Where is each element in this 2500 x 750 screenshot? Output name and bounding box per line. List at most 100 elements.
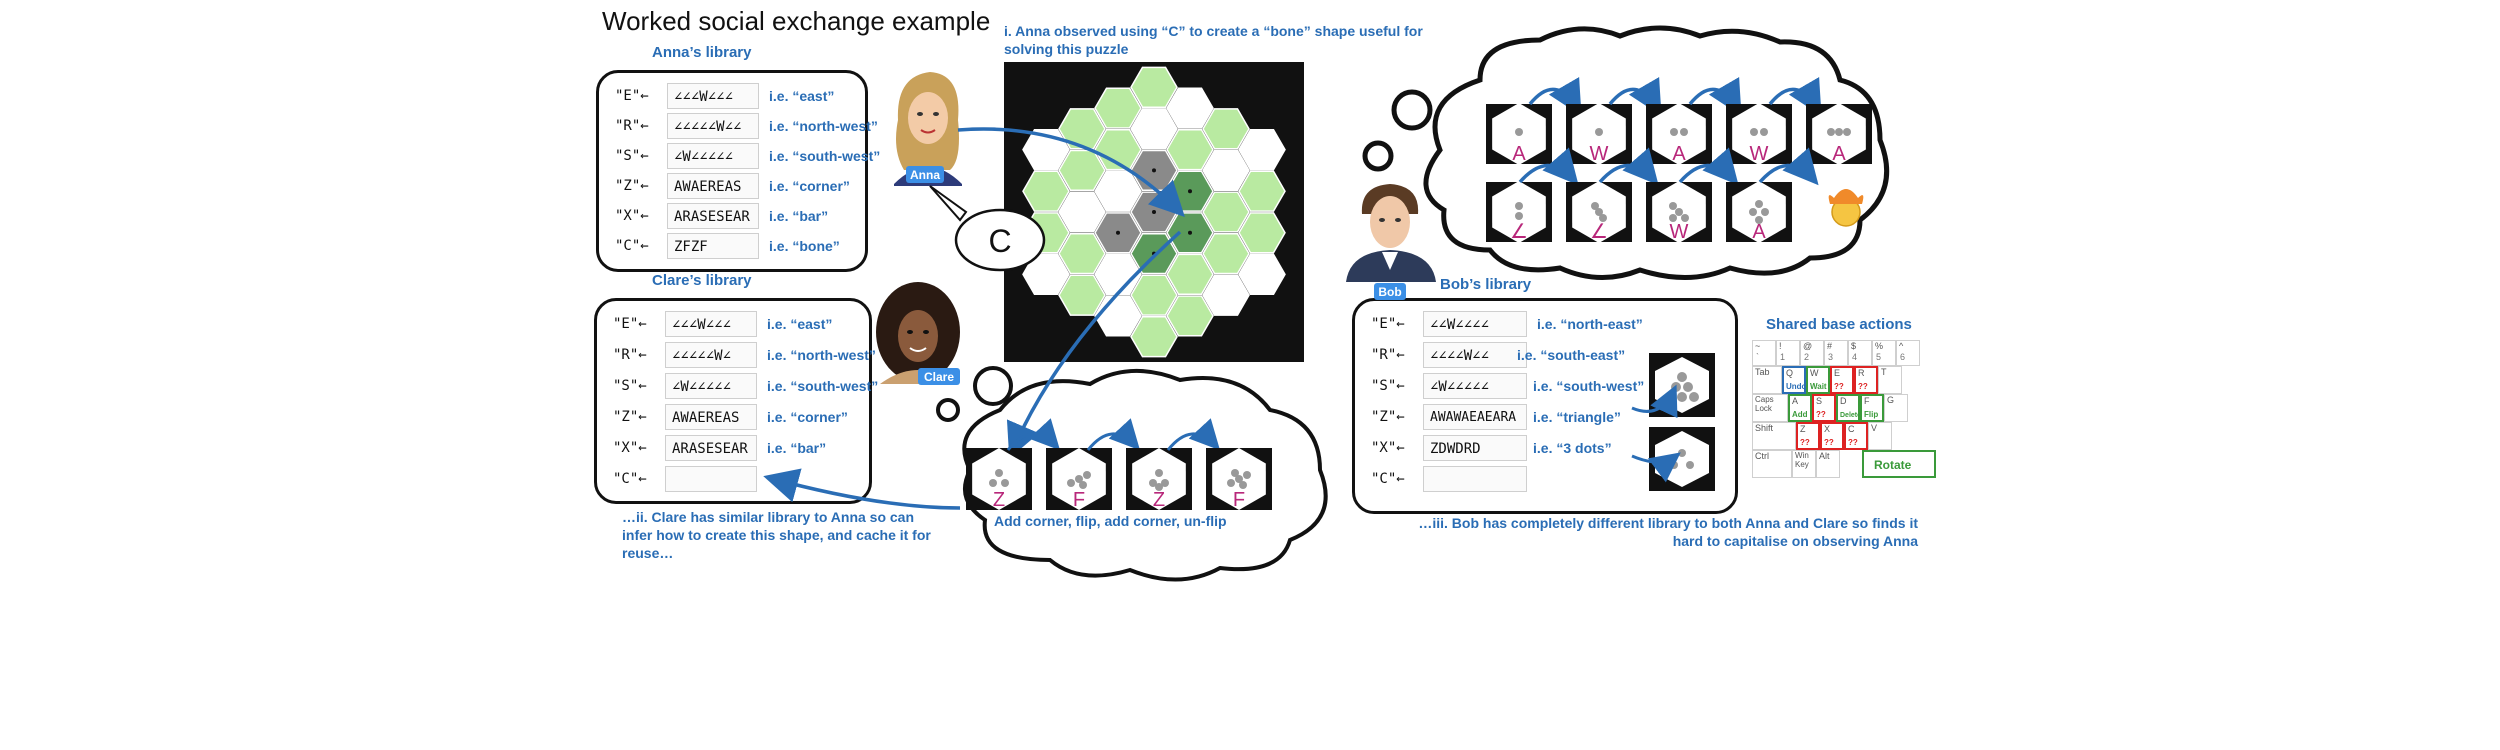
shape-dot: [1669, 202, 1677, 210]
panel-letter: F: [1233, 489, 1245, 511]
key-2[interactable]: @: [1800, 340, 1824, 366]
anna-speech-bubble: [929, 185, 1046, 272]
key-label: E: [1834, 368, 1841, 378]
library-value: ZDWDRD: [1423, 435, 1527, 461]
key-space-rotate[interactable]: Rotate: [1862, 450, 1936, 478]
library-row: "X"← ZDWDRD i.e. “3 dots”: [1355, 435, 1735, 463]
library-gloss: i.e. “corner”: [769, 178, 850, 194]
library-row: "R"← ∠∠∠∠W∠∠ i.e. “south-east”: [1355, 342, 1735, 370]
panel-letter: W: [1670, 221, 1689, 243]
hex-cell: [1202, 191, 1250, 233]
key-label: G: [1887, 395, 1895, 405]
shape-dot: [1231, 469, 1239, 477]
shape-dot: [1669, 214, 1677, 222]
library-key: "E"←: [1371, 316, 1405, 332]
key-e[interactable]: E??: [1830, 366, 1854, 394]
shape-dot: [1067, 479, 1075, 487]
shape-dot: [1835, 128, 1843, 136]
library-value: ∠∠∠∠∠W∠∠: [667, 113, 759, 139]
shape-dot: [1686, 461, 1694, 469]
library-value: [1423, 466, 1527, 492]
hex-cell: [1238, 212, 1286, 254]
key-5[interactable]: %: [1872, 340, 1896, 366]
library-row: "S"← ∠W∠∠∠∠∠ i.e. “south-west”: [599, 143, 880, 171]
key-t[interactable]: T: [1878, 366, 1902, 394]
thought-arrow: [1688, 76, 1742, 117]
key-ctrl[interactable]: Ctrl: [1752, 450, 1792, 478]
arrow-anna-to-shape: [957, 127, 1185, 218]
library-value: ∠W∠∠∠∠∠: [667, 143, 759, 169]
key-r[interactable]: R??: [1854, 366, 1878, 394]
key-label: C: [1848, 424, 1855, 434]
key-alt[interactable]: Alt: [1816, 450, 1840, 478]
bob-avatar: [1346, 184, 1436, 282]
clare-avatar: [876, 282, 960, 384]
key-label: Tab: [1755, 367, 1770, 377]
library-gloss: i.e. “north-west”: [769, 118, 878, 134]
panel-letter: ∠: [1510, 221, 1528, 243]
library-value: AWAWAEAEARA: [1423, 404, 1527, 430]
shape-dot: [1843, 128, 1851, 136]
shape-dot: [1239, 481, 1247, 489]
key-v[interactable]: V: [1868, 422, 1892, 450]
shape-dot: [1083, 471, 1091, 479]
library-key: "S"←: [1371, 378, 1405, 394]
key-action: Add: [1792, 410, 1808, 419]
explosion-icon: [1828, 189, 1864, 204]
caption-bob-hard: …iii. Bob has completely different libra…: [1418, 515, 1918, 549]
key-6[interactable]: ^: [1896, 340, 1920, 366]
key-tab[interactable]: Tab: [1752, 366, 1782, 394]
hex-cell: [1166, 295, 1214, 337]
key-s[interactable]: S??: [1812, 394, 1836, 422]
key-q[interactable]: Q Undo: [1782, 366, 1806, 394]
key-backtick[interactable]: ~: [1752, 340, 1776, 366]
hex-cell: [1202, 274, 1250, 316]
library-row: "C"←: [1355, 466, 1735, 494]
key-z[interactable]: Z??: [1796, 422, 1820, 450]
shape-dot: [989, 479, 997, 487]
key-g[interactable]: G: [1884, 394, 1908, 422]
hex-cell: [1058, 108, 1106, 150]
arrow-to-triangle-thumb: [1631, 384, 1678, 419]
key-shift[interactable]: Shift: [1752, 422, 1796, 450]
library-row: "R"← ∠∠∠∠∠W∠∠ i.e. “north-west”: [599, 113, 878, 141]
key-digit: 6: [1900, 352, 1906, 362]
hex-cell: [1238, 170, 1286, 212]
key-label: D: [1840, 396, 1847, 406]
key-label: Caps Lock: [1755, 395, 1774, 413]
key-label: ^: [1899, 341, 1904, 351]
hex-cell: [1238, 253, 1286, 296]
thought-arrow: [1608, 76, 1662, 117]
library-key: "X"←: [1371, 440, 1405, 456]
anna-library: "E"← ∠∠∠W∠∠∠ i.e. “east” "R"← ∠∠∠∠∠W∠∠ i…: [596, 70, 880, 272]
key-c[interactable]: C??: [1844, 422, 1868, 450]
key-digit: 1: [1780, 352, 1786, 362]
key-x[interactable]: X??: [1820, 422, 1844, 450]
hex-cell: [1130, 316, 1178, 358]
library-gloss: i.e. “north-east”: [1537, 316, 1643, 332]
key-1[interactable]: !: [1776, 340, 1800, 366]
key-4[interactable]: $: [1848, 340, 1872, 366]
library-value: ∠W∠∠∠∠∠: [1423, 373, 1527, 399]
shape-dot: [1755, 216, 1763, 224]
anna-library-title: Anna’s library: [652, 44, 752, 61]
key-label: Q: [1786, 368, 1794, 378]
key-label: !: [1779, 341, 1782, 351]
panel-letter: A: [1512, 143, 1526, 165]
key-action: Undo: [1786, 382, 1807, 391]
key-win[interactable]: Win Key: [1792, 450, 1816, 478]
library-key: "S"←: [615, 148, 649, 164]
library-gloss: i.e. “north-west”: [767, 347, 876, 363]
library-value: ∠∠∠∠W∠∠: [1423, 342, 1527, 368]
library-gloss: i.e. “south-west”: [1533, 378, 1645, 394]
key-3[interactable]: #: [1824, 340, 1848, 366]
key-caps-lock[interactable]: Caps Lock: [1752, 394, 1788, 422]
panel-letter: Z: [1153, 489, 1165, 511]
key-label: Z: [1800, 424, 1806, 434]
